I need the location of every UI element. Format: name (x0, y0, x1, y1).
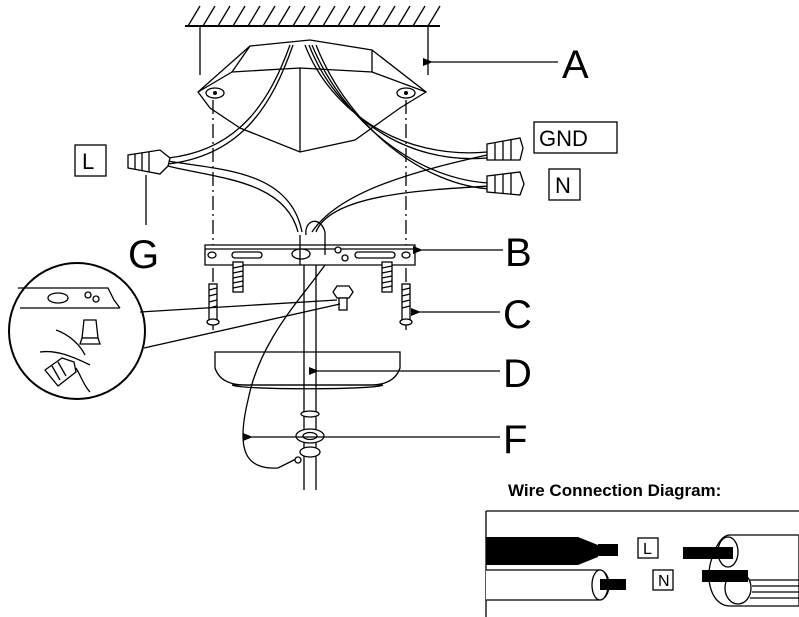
screw-center-lines (212, 100, 407, 330)
label-c: C (503, 293, 532, 337)
tag-neutral: N (548, 168, 581, 201)
ground-screw (332, 285, 354, 311)
tag-ground: GND (533, 121, 618, 154)
wire-loop (299, 220, 326, 265)
mounting-screw-left (206, 283, 220, 326)
fixture-wires (167, 154, 491, 233)
callout-leaders (145, 58, 558, 441)
wire-nut-neutral (486, 171, 525, 196)
mounting-screw-right (399, 283, 413, 326)
mounting-bracket (204, 244, 416, 293)
ceiling-hatch (185, 5, 441, 27)
label-a: A (562, 43, 589, 87)
wire-nut-ground (486, 137, 524, 161)
lock-nut-assembly (295, 410, 325, 458)
wire-tag-live-small: L (637, 537, 659, 559)
svg-text:N: N (658, 573, 670, 590)
wire-tag-neutral-small: N (652, 569, 674, 591)
label-b: B (505, 231, 532, 275)
supply-wires (167, 44, 491, 190)
label-f: F (503, 418, 527, 462)
tag-live: L (74, 144, 107, 177)
svg-text:L: L (643, 541, 652, 558)
svg-text:GND: GND (539, 126, 588, 151)
svg-text:L: L (82, 149, 94, 174)
wire-connection-diagram: L N (485, 510, 799, 617)
wire-nut-live (127, 149, 171, 175)
svg-text:N: N (555, 173, 571, 198)
label-g: G (128, 233, 159, 277)
wire-diagram-title: Wire Connection Diagram: (508, 481, 721, 500)
label-d: D (503, 352, 532, 396)
